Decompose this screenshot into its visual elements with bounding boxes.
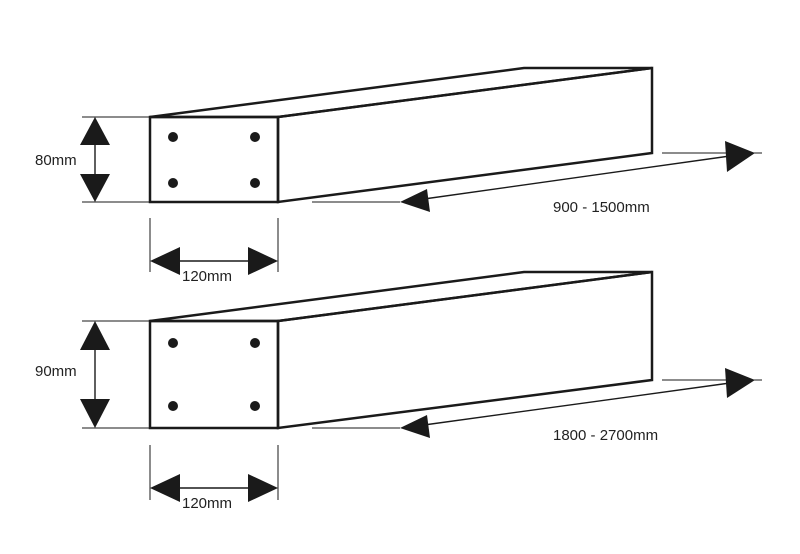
post-2-length-arrow-left [400, 415, 430, 438]
post-2-width-arrow-right [248, 474, 278, 502]
post-1-top-face [149, 66, 653, 119]
post-2: 90mm 120mm 1800 - 2700mm [35, 270, 762, 512]
post-2-bolt-hole [250, 401, 260, 411]
post-1-side-face [276, 66, 654, 204]
post-1-bolt-hole [250, 132, 260, 142]
post-2-bolt-hole [168, 401, 178, 411]
post-2-bolt-hole [250, 338, 260, 348]
post-1-height-arrow-up [80, 117, 110, 145]
post-2-end-face [148, 319, 280, 430]
post-1-height-label: 80mm [35, 152, 77, 169]
post-2-bolt-hole [168, 338, 178, 348]
post-1-bolt-hole [168, 178, 178, 188]
post-1: 80mm 120mm 900 - 1500mm [35, 66, 762, 285]
post-1-width-label: 120mm [182, 268, 232, 285]
post-2-length-label: 1800 - 2700mm [553, 427, 658, 444]
post-2-length-arrow-right [725, 368, 755, 398]
post-1-bolt-hole [250, 178, 260, 188]
post-2-height-arrow-down [80, 399, 110, 428]
post-1-length-arrow-left [400, 189, 430, 212]
post-1-length-line [423, 155, 731, 200]
post-1-end-face [148, 115, 280, 204]
post-1-bolt-hole [168, 132, 178, 142]
post-1-length-arrow-right [725, 141, 755, 172]
post-1-length-label: 900 - 1500mm [553, 199, 650, 216]
post-1-height-arrow-down [80, 174, 110, 202]
post-2-length-line [423, 382, 731, 426]
post-2-height-arrow-up [80, 321, 110, 350]
post-1-width-arrow-right [248, 247, 278, 275]
post-2-side-face [276, 270, 654, 430]
post-2-width-arrow-left [150, 474, 180, 502]
post-2-height-label: 90mm [35, 363, 77, 380]
post-1-width-arrow-left [150, 247, 180, 275]
post-2-width-label: 120mm [182, 495, 232, 512]
